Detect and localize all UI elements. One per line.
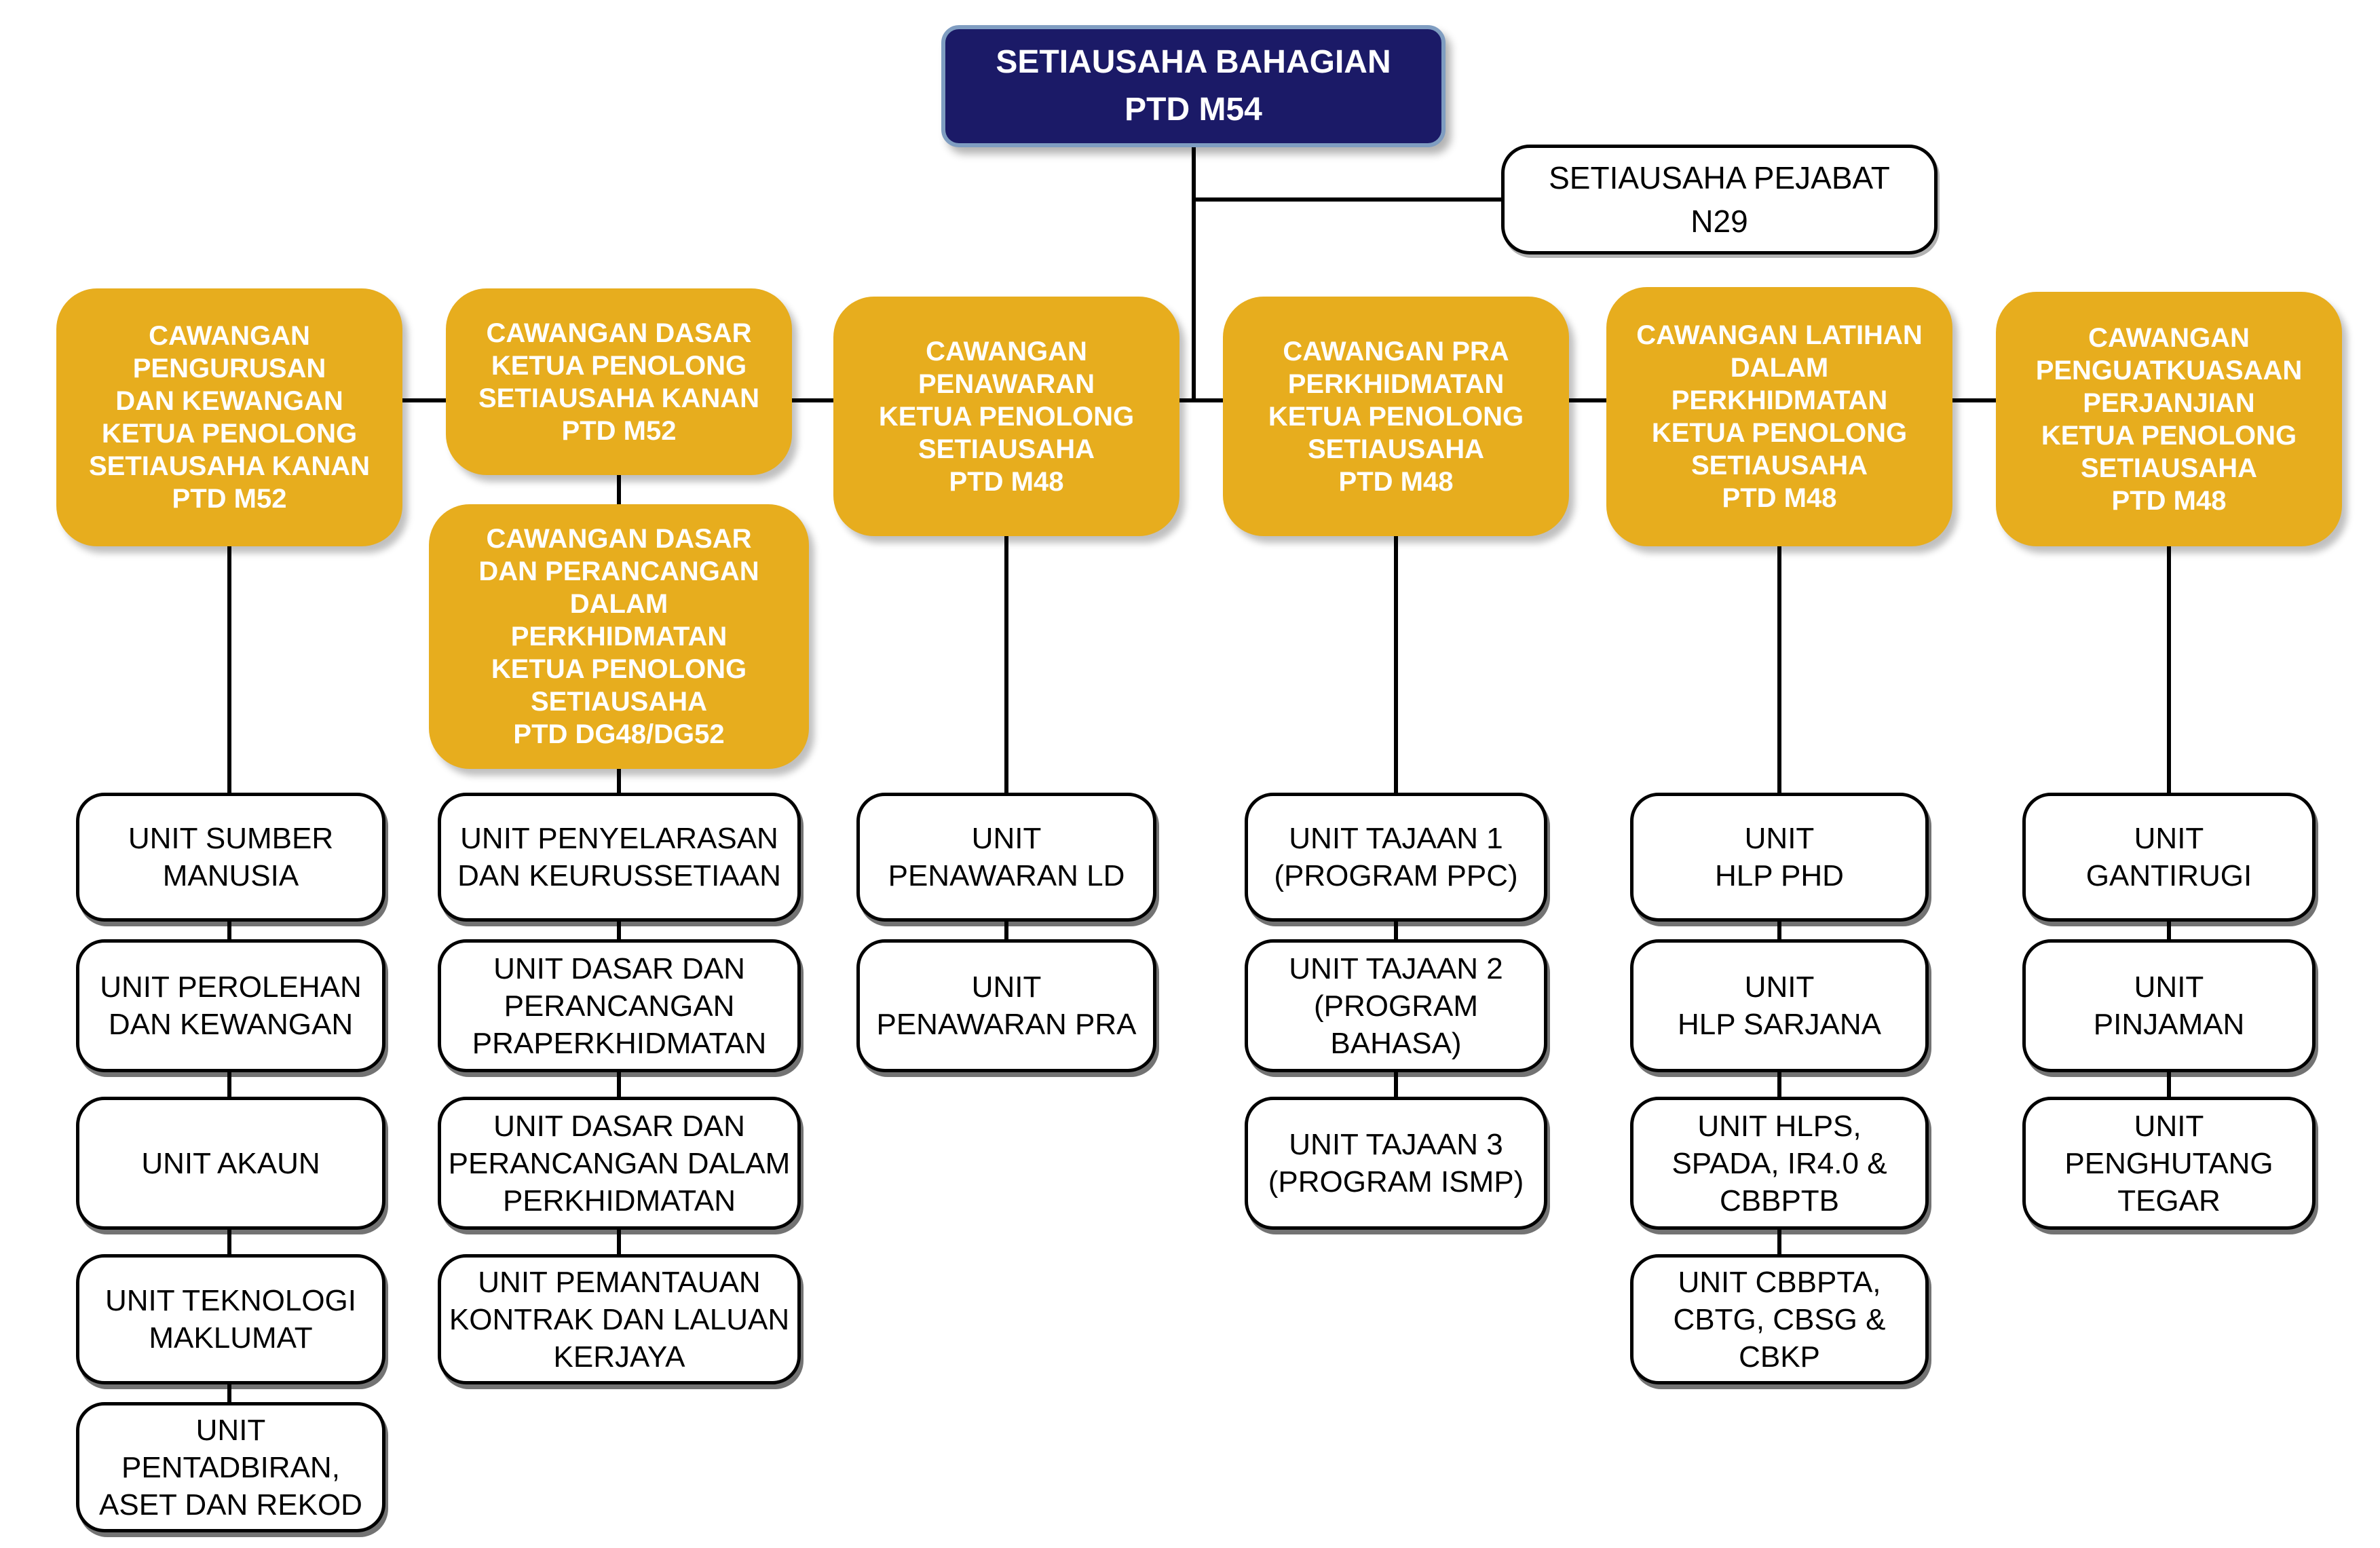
unit-node-pentadbiran-aset-rekod: UNIT PENTADBIRAN, ASET DAN REKOD [76,1402,385,1532]
unit-node-cbbpta-cbtg-cbsg-cbkp: UNIT CBBPTA, CBTG, CBSG & CBKP [1630,1254,1929,1384]
branch-header-dasar: CAWANGAN DASAR KETUA PENOLONG SETIAUSAHA… [446,288,792,475]
unit-node-pinjaman: UNIT PINJAMAN [2022,939,2316,1072]
unit-node-tajaan-1: UNIT TAJAAN 1 (PROGRAM PPC) [1245,793,1547,922]
unit-node-dasar-praperkhidmatan: UNIT DASAR DAN PERANCANGAN PRAPERKHIDMAT… [438,939,801,1072]
branch-header-latihan-dalam-perkhidmatan: CAWANGAN LATIHAN DALAM PERKHIDMATAN KETU… [1606,287,1952,546]
branch-header-penawaran: CAWANGAN PENAWARAN KETUA PENOLONG SETIAU… [833,297,1179,536]
unit-node-tajaan-2: UNIT TAJAAN 2 (PROGRAM BAHASA) [1245,939,1547,1072]
unit-node-penawaran-ld: UNIT PENAWARAN LD [856,793,1156,922]
branch-header-pra-perkhidmatan: CAWANGAN PRA PERKHIDMATAN KETUA PENOLONG… [1223,297,1569,536]
unit-node-akaun: UNIT AKAUN [76,1097,385,1230]
unit-node-penawaran-pra: UNIT PENAWARAN PRA [856,939,1156,1072]
unit-node-hlp-sarjana: UNIT HLP SARJANA [1630,939,1929,1072]
unit-node-pemantauan-kontrak: UNIT PEMANTAUAN KONTRAK DAN LALUAN KERJA… [438,1254,801,1384]
unit-node-penyelarasan-keurussetiaan: UNIT PENYELARASAN DAN KEURUSSETIAAN [438,793,801,922]
unit-node-hlp-phd: UNIT HLP PHD [1630,793,1929,922]
org-node-setiausaha-pejabat: SETIAUSAHA PEJABAT N29 [1501,145,1938,254]
unit-node-teknologi-maklumat: UNIT TEKNOLOGI MAKLUMAT [76,1254,385,1384]
branch-subheader-dasar-dan-perancangan: CAWANGAN DASAR DAN PERANCANGAN DALAM PER… [429,504,809,769]
unit-node-perolehan-dan-kewangan: UNIT PEROLEHAN DAN KEWANGAN [76,939,385,1072]
unit-node-hlps-spada-ir40-cbbptb: UNIT HLPS, SPADA, IR4.0 & CBBPTB [1630,1097,1929,1230]
unit-node-tajaan-3: UNIT TAJAAN 3 (PROGRAM ISMP) [1245,1097,1547,1230]
unit-node-penghutang-tegar: UNIT PENGHUTANG TEGAR [2022,1097,2316,1230]
branch-header-pengurusan-dan-kewangan: CAWANGAN PENGURUSAN DAN KEWANGAN KETUA P… [56,288,402,546]
branch-header-penguatkuasaan-perjanjian: CAWANGAN PENGUATKUASAAN PERJANJIAN KETUA… [1996,292,2342,546]
unit-node-gantirugi: UNIT GANTIRUGI [2022,793,2316,922]
unit-node-sumber-manusia: UNIT SUMBER MANUSIA [76,793,385,922]
org-node-setiausaha-bahagian: SETIAUSAHA BAHAGIAN PTD M54 [941,25,1446,147]
unit-node-dasar-dalam-perkhidmatan: UNIT DASAR DAN PERANCANGAN DALAM PERKHID… [438,1097,801,1230]
